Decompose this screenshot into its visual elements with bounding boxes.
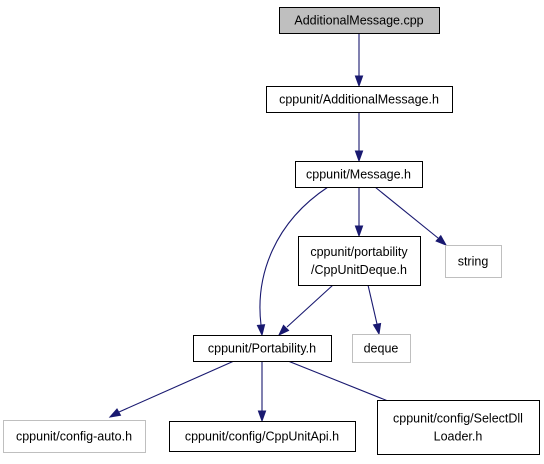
edge-cppunit-portability-cppunitdeque-h-to-cppunit-portability-h [277, 284, 334, 337]
edge-cppunit-message-h-to-cppunit-portability-h [256, 186, 329, 337]
node-box [279, 7, 440, 34]
node-label: deque [364, 342, 399, 356]
node-box [295, 161, 423, 188]
node-box [266, 86, 453, 113]
arrow-head-icon [256, 324, 266, 337]
edge-line [367, 284, 378, 325]
node-label: AdditionalMessage.cpp [294, 14, 423, 28]
node-box [3, 420, 146, 453]
edge-line [374, 186, 439, 239]
node-box [169, 421, 356, 452]
edge-line [118, 360, 235, 413]
edge-line [287, 360, 399, 406]
node-label: cppunit/config-auto.h [16, 430, 132, 444]
edge-cppunit-portability-cppunitdeque-h-to-deque [367, 284, 382, 336]
edge-cppunit-message-h-to-cppunit-portability-cppunitdeque-h [354, 187, 364, 238]
node-label: cppunit/AdditionalMessage.h [279, 93, 439, 107]
node-cppunit-portability-h[interactable]: cppunit/Portability.h [193, 335, 332, 362]
node-label: cppunit/Message.h [306, 168, 411, 182]
arrow-head-icon [277, 324, 290, 337]
node-label: string [458, 255, 489, 269]
arrow-head-icon [257, 410, 267, 423]
arrow-head-icon [108, 408, 122, 418]
node-deque[interactable]: deque [352, 334, 411, 363]
nodes-layer: AdditionalMessage.cpp cppunit/AdditionalM… [3, 7, 540, 455]
arrow-head-icon [354, 75, 364, 88]
arrow-head-icon [354, 225, 364, 238]
node-box [193, 335, 332, 362]
arrow-head-icon [435, 234, 448, 246]
node-label: cppunit/Portability.h [208, 342, 316, 356]
node-box [298, 236, 421, 286]
node-label: Loader.h [434, 430, 483, 444]
node-cppunit-message-h[interactable]: cppunit/Message.h [295, 161, 423, 188]
node-label: /CppUnitDeque.h [311, 263, 407, 277]
edge-cppunit-additional-message-h-to-cppunit-message-h [354, 112, 364, 163]
edge-additional-message-cpp-to-cppunit-additional-message-h [354, 33, 364, 88]
node-string[interactable]: string [445, 245, 502, 278]
node-cppunit-config-auto-h[interactable]: cppunit/config-auto.h [3, 420, 146, 453]
edge-cppunit-portability-h-to-cppunit-config-cppunitapi-h [257, 361, 267, 423]
node-additional-message-cpp[interactable]: AdditionalMessage.cpp [279, 7, 440, 34]
edge-line [259, 186, 329, 326]
node-label: cppunit/portability [310, 245, 408, 259]
node-label: cppunit/config/CppUnitApi.h [185, 430, 339, 444]
edge-cppunit-portability-h-to-cppunit-config-auto-h [108, 360, 235, 418]
edge-line [286, 284, 334, 328]
arrow-head-icon [372, 322, 382, 336]
node-cppunit-additional-message-h[interactable]: cppunit/AdditionalMessage.h [266, 86, 453, 113]
node-box [445, 245, 502, 278]
arrow-head-icon [354, 150, 364, 163]
edge-cppunit-message-h-to-string [374, 186, 448, 246]
node-box [352, 334, 411, 363]
node-cppunit-config-cppunitapi-h[interactable]: cppunit/config/CppUnitApi.h [169, 421, 356, 452]
node-label: cppunit/config/SelectDll [393, 412, 523, 426]
node-cppunit-portability-cppunitdeque-h[interactable]: cppunit/portability/CppUnitDeque.h [298, 236, 421, 286]
node-box [377, 400, 540, 455]
